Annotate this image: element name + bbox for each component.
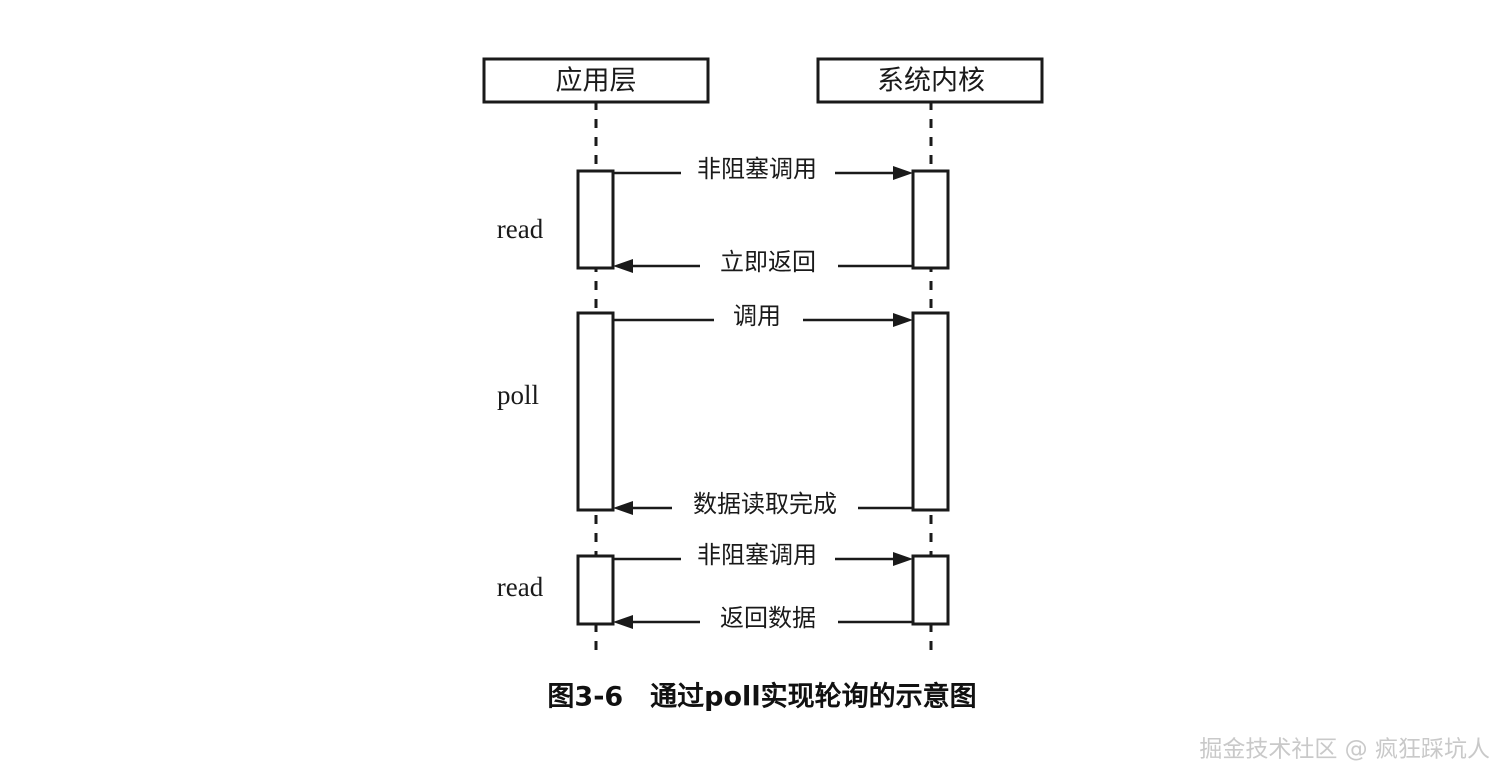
message-6-return-data: 返回数据 bbox=[613, 604, 913, 632]
message-5-arrowhead-right-icon bbox=[893, 552, 913, 566]
message-1-label: 非阻塞调用 bbox=[697, 155, 817, 183]
activation-app-read-1 bbox=[576, 169, 615, 270]
group-label-read-1: read bbox=[497, 214, 544, 244]
actor-box-kernel bbox=[816, 57, 1044, 104]
actor-label-app: 应用层 bbox=[556, 66, 637, 97]
message-4-arrowhead-left-icon bbox=[613, 501, 633, 515]
activation-app-poll bbox=[576, 311, 615, 512]
activation-app-read-2 bbox=[576, 554, 615, 626]
message-1-arrowhead-right-icon bbox=[893, 166, 913, 180]
message-5-non-blocking-call: 非阻塞调用 bbox=[613, 541, 913, 569]
activation-kernel-poll bbox=[911, 311, 950, 512]
actor-box-app bbox=[482, 57, 710, 104]
message-2-immediate-return: 立即返回 bbox=[613, 248, 913, 276]
message-3-label: 调用 bbox=[733, 302, 781, 330]
activation-kernel-read-2 bbox=[911, 554, 950, 626]
watermark: 掘金技术社区 @ 疯狂踩坑人 bbox=[1199, 737, 1490, 763]
group-label-poll: poll bbox=[497, 380, 539, 410]
message-2-label: 立即返回 bbox=[720, 248, 816, 276]
actor-label-kernel: 系统内核 bbox=[877, 66, 985, 97]
message-2-arrowhead-left-icon bbox=[613, 259, 633, 273]
message-6-arrowhead-left-icon bbox=[613, 615, 633, 629]
message-3-call: 调用 bbox=[613, 302, 913, 330]
message-4-label: 数据读取完成 bbox=[693, 490, 837, 518]
figure-caption: 图3-6 通过poll实现轮询的示意图 bbox=[547, 681, 976, 713]
message-4-data-read-complete: 数据读取完成 bbox=[613, 490, 913, 518]
group-label-read-2: read bbox=[497, 572, 544, 602]
message-1-non-blocking-call: 非阻塞调用 bbox=[613, 155, 913, 183]
message-6-label: 返回数据 bbox=[720, 604, 816, 632]
message-3-arrowhead-right-icon bbox=[893, 313, 913, 327]
message-5-label: 非阻塞调用 bbox=[697, 541, 817, 569]
activation-kernel-read-1 bbox=[911, 169, 950, 270]
